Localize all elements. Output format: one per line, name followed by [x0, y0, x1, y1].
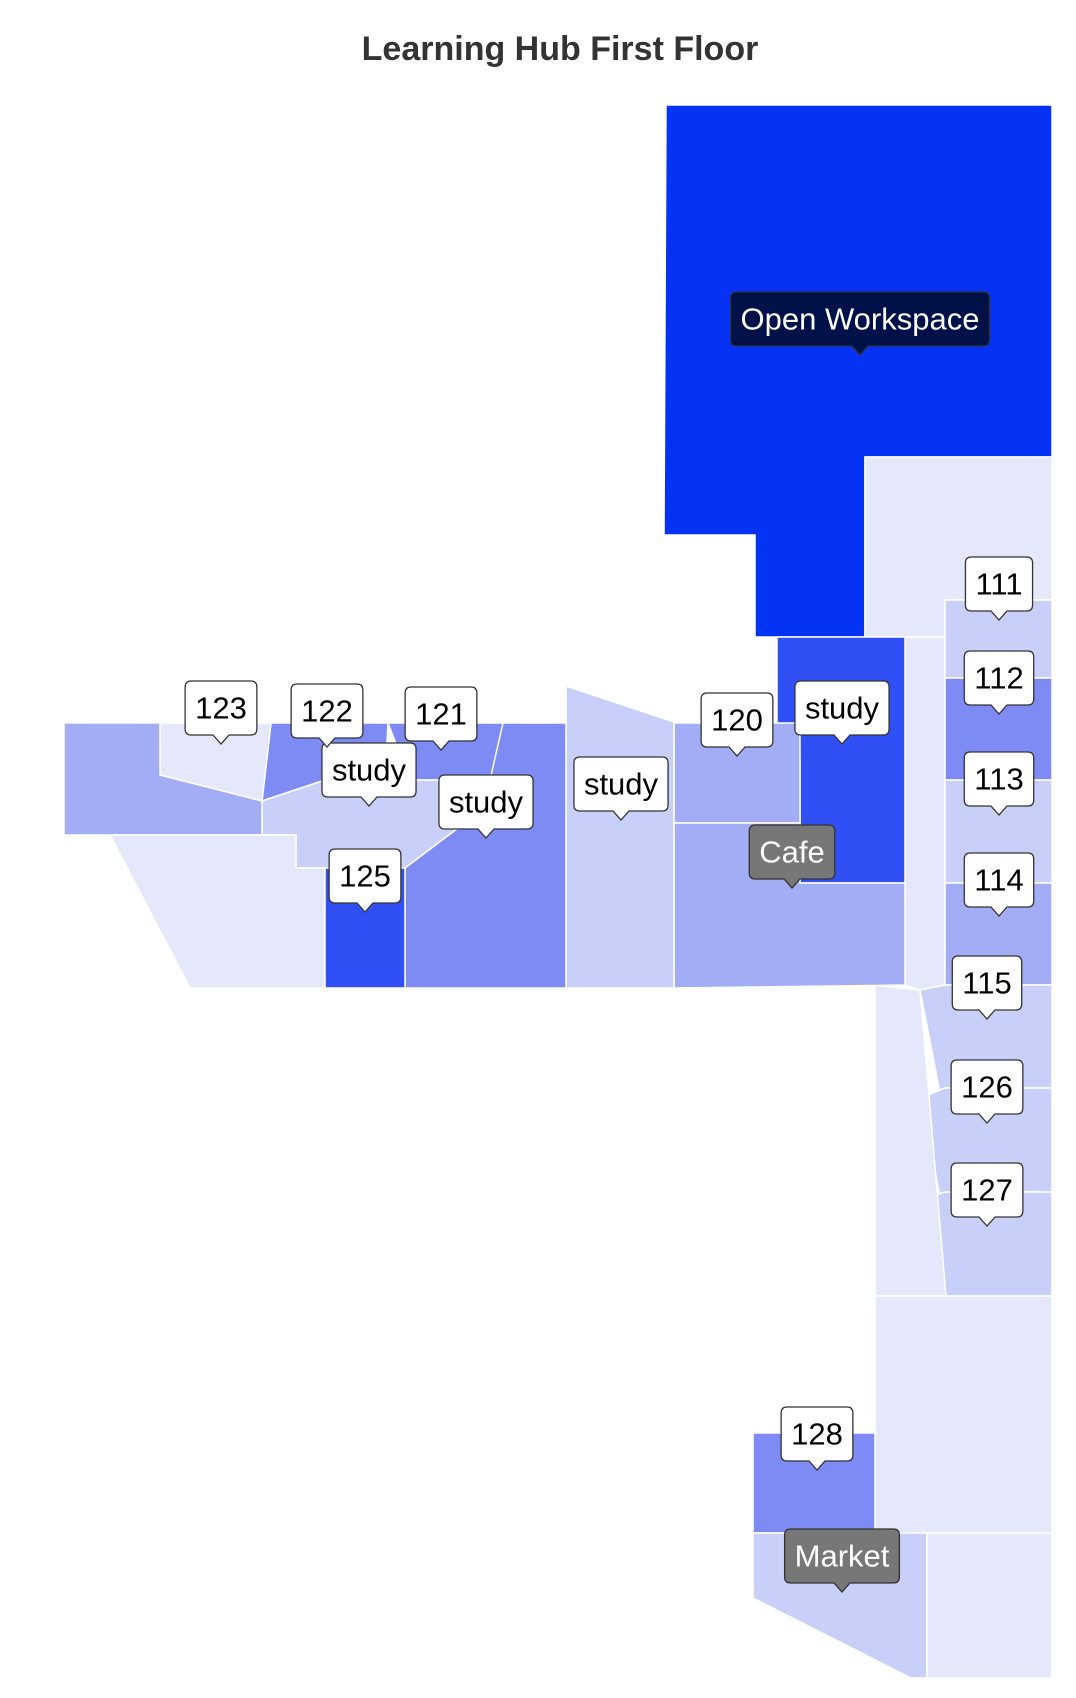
label-box-115	[951, 955, 1023, 1020]
label-128: 128	[780, 1406, 854, 1471]
label-111: 111	[964, 556, 1034, 621]
label-box-study-a	[794, 680, 890, 745]
label-text-112: 112	[974, 661, 1023, 696]
label-box-market	[783, 1528, 901, 1593]
label-study-a: study	[794, 680, 890, 745]
label-115: 115	[951, 955, 1023, 1020]
label-box-114	[963, 852, 1035, 917]
label-box-cafe	[748, 824, 836, 889]
label-114: 114	[963, 852, 1035, 917]
corridor-vertical	[904, 636, 946, 991]
label-study-c: study	[321, 742, 417, 807]
label-box-113	[963, 751, 1035, 816]
label-126: 126	[950, 1059, 1024, 1124]
label-box-126	[950, 1059, 1024, 1124]
label-box-128	[780, 1406, 854, 1471]
label-box-study-c	[321, 742, 417, 807]
label-text-123: 123	[195, 691, 247, 726]
label-box-120	[700, 692, 774, 757]
label-text-study-b: study	[584, 767, 659, 802]
label-text-cafe: Cafe	[759, 835, 824, 870]
label-127: 127	[950, 1162, 1024, 1227]
label-text-study-a: study	[805, 691, 880, 726]
labels-layer: Open Workspace 111 112 113 114 115 126 127 120 st…	[184, 291, 1035, 1593]
label-text-114: 114	[974, 863, 1023, 898]
label-market: Market	[783, 1528, 901, 1593]
page-title: Learning Hub First Floor	[361, 30, 759, 68]
label-box-123	[184, 680, 258, 745]
label-cafe: Cafe	[748, 824, 836, 889]
label-text-open-workspace: Open Workspace	[741, 302, 980, 337]
label-box-125	[328, 848, 402, 913]
label-box-111	[964, 556, 1034, 621]
label-text-122: 122	[301, 694, 353, 729]
label-study-d: study	[438, 774, 534, 839]
label-text-market: Market	[795, 1539, 890, 1574]
label-text-126: 126	[961, 1070, 1013, 1105]
label-box-121	[404, 686, 478, 751]
label-text-120: 120	[711, 703, 763, 738]
label-box-112	[963, 650, 1035, 715]
label-box-open-workspace	[729, 291, 991, 356]
label-text-study-c: study	[332, 753, 407, 788]
label-text-111: 111	[975, 567, 1022, 602]
label-text-113: 113	[974, 762, 1023, 797]
label-text-121: 121	[415, 697, 467, 732]
label-box-127	[950, 1162, 1024, 1227]
label-121: 121	[404, 686, 478, 751]
label-122: 122	[290, 683, 364, 748]
label-box-122	[290, 683, 364, 748]
label-120: 120	[700, 692, 774, 757]
label-123: 123	[184, 680, 258, 745]
room-study-b[interactable]	[565, 684, 675, 989]
label-125: 125	[328, 848, 402, 913]
corridor-lower	[874, 1295, 1053, 1534]
label-113: 113	[963, 751, 1035, 816]
label-text-127: 127	[961, 1173, 1013, 1208]
label-box-study-b	[573, 756, 669, 821]
room-lower-right	[926, 1532, 1053, 1679]
room-left-west[interactable]	[63, 722, 263, 836]
room-left-lower	[108, 834, 326, 989]
label-box-study-d	[438, 774, 534, 839]
label-study-b: study	[573, 756, 669, 821]
label-text-study-d: study	[449, 785, 524, 820]
label-text-128: 128	[791, 1417, 843, 1452]
label-text-125: 125	[339, 859, 391, 894]
label-text-115: 115	[962, 966, 1011, 1001]
label-112: 112	[963, 650, 1035, 715]
label-open-workspace: Open Workspace	[729, 291, 991, 356]
